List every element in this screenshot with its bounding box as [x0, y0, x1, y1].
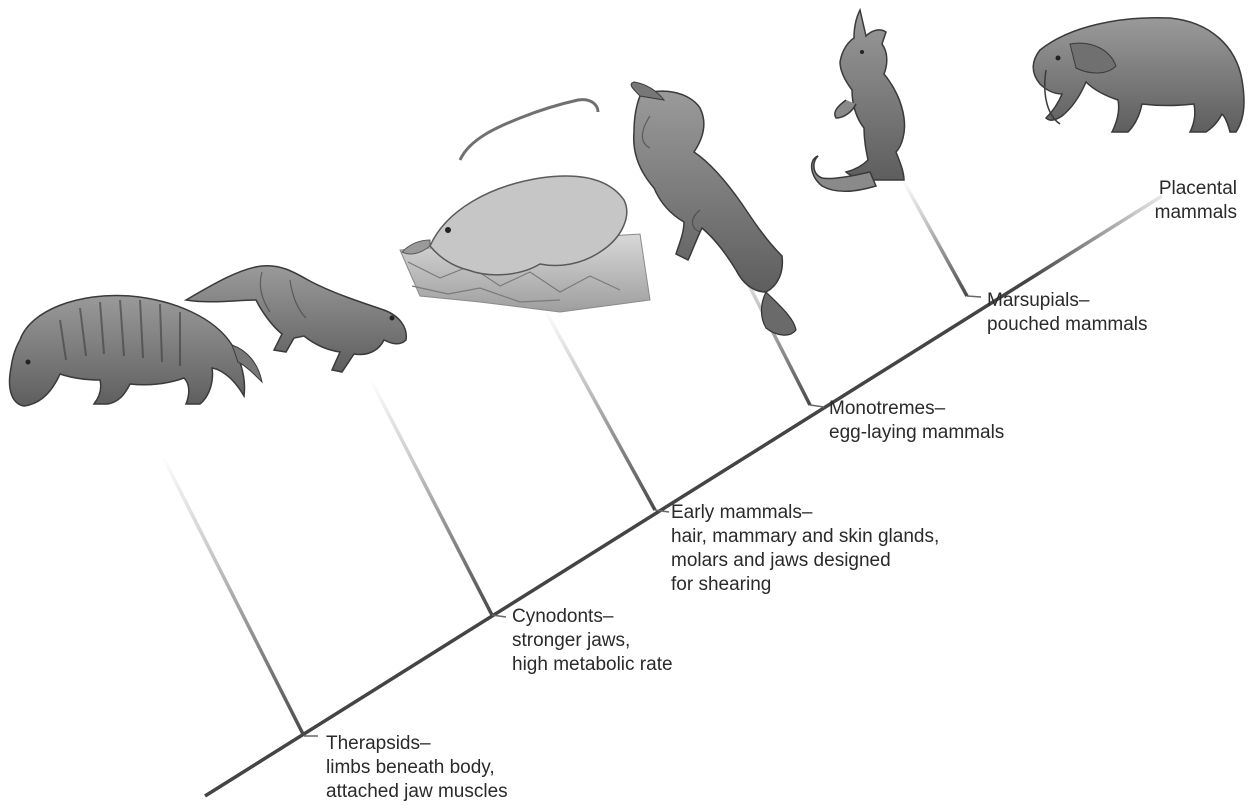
- branch-therapsids: [162, 455, 304, 736]
- early-mammals-trait-2: molars and jaws designed: [671, 549, 939, 573]
- early-mammals-trait-3: for shearing: [671, 573, 939, 597]
- cynodonts-trait-1: stronger jaws,: [512, 629, 673, 653]
- label-early-mammals: Early mammals– hair, mammary and skin gl…: [671, 501, 939, 597]
- marsupials-title: Marsupials–: [987, 289, 1148, 313]
- marsupials-trait-1: pouched mammals: [987, 313, 1148, 337]
- kangaroo-icon: [812, 10, 905, 191]
- cynodonts-title: Cynodonts–: [512, 605, 673, 629]
- branch-marsupials: [903, 180, 967, 296]
- therapsids-trait-2: attached jaw muscles: [326, 780, 508, 804]
- elephant-icon: [1033, 18, 1244, 132]
- early-mammals-title: Early mammals–: [671, 501, 939, 525]
- platypus-icon: [631, 82, 796, 335]
- therapsids-trait-1: limbs beneath body,: [326, 756, 508, 780]
- early-mammals-trait-1: hair, mammary and skin glands,: [671, 525, 939, 549]
- label-placental: Placental mammals: [1140, 177, 1237, 225]
- label-cynodonts: Cynodonts– stronger jaws, high metabolic…: [512, 605, 673, 677]
- label-marsupials: Marsupials– pouched mammals: [987, 289, 1148, 337]
- early-mammal-icon: [400, 100, 650, 312]
- branch-early-mammals: [545, 310, 655, 510]
- therapsid-icon: [10, 295, 262, 406]
- cynodonts-trait-2: high metabolic rate: [512, 653, 673, 677]
- main-trunk-line: [205, 196, 1162, 796]
- branch-cynodonts: [371, 380, 492, 615]
- label-therapsids: Therapsids– limbs beneath body, attached…: [326, 732, 508, 804]
- therapsids-title: Therapsids–: [326, 732, 508, 756]
- placental-line-1: Placental: [1140, 177, 1237, 201]
- label-monotremes: Monotremes– egg-laying mammals: [829, 397, 1004, 445]
- node-tick: [810, 405, 824, 407]
- monotremes-title: Monotremes–: [829, 397, 1004, 421]
- placental-line-2: mammals: [1140, 201, 1237, 225]
- monotremes-trait-1: egg-laying mammals: [829, 421, 1004, 445]
- node-tick: [967, 296, 981, 297]
